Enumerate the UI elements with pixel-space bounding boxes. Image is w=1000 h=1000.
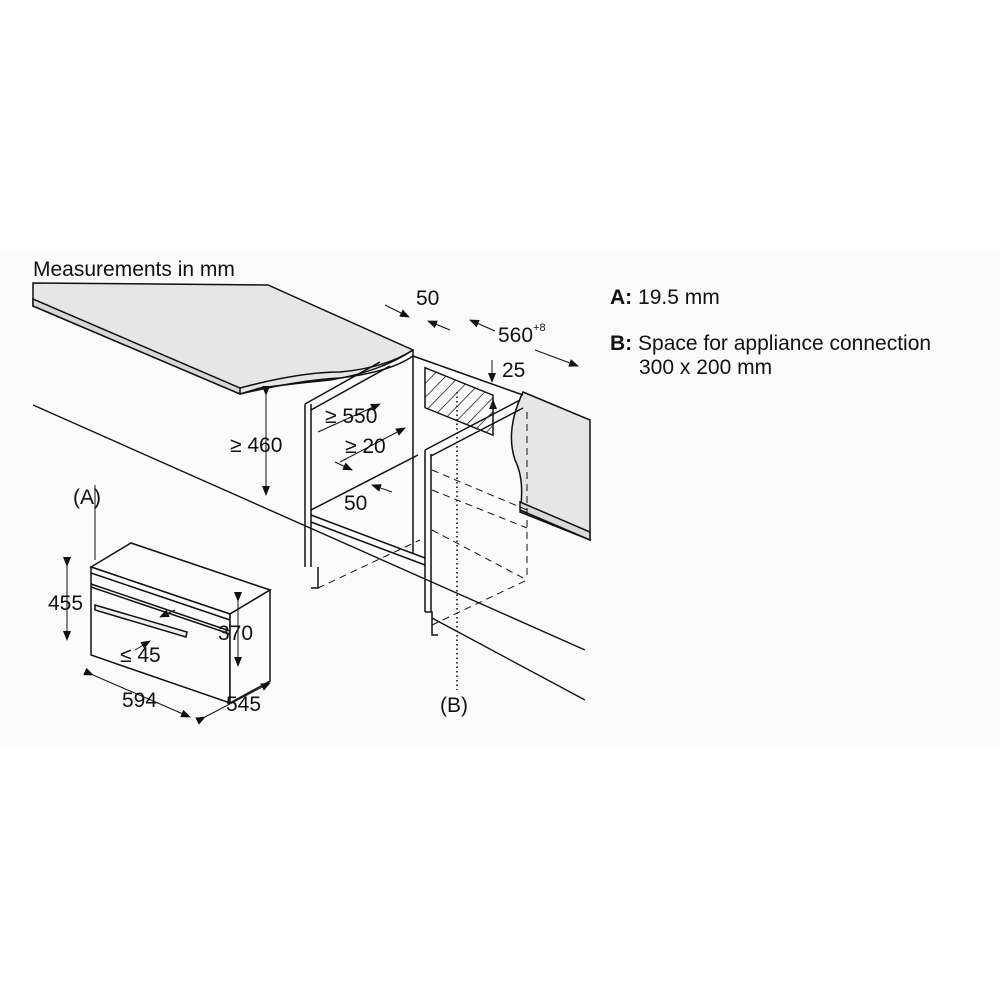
- legend-item-a: A: 19.5 mm: [610, 286, 720, 310]
- marker-a: (A): [73, 486, 101, 509]
- dim-niche-depth-value: 560: [498, 324, 534, 347]
- legend-item-b: B: Space for appliance connection: [610, 332, 931, 356]
- legend-key-a: A:: [610, 286, 633, 309]
- dim-connection-offset: 25: [502, 359, 526, 382]
- legend-text-a: 19.5 mm: [638, 286, 720, 309]
- appliance-oven: [89, 542, 272, 705]
- diagram-title: Measurements in mm: [33, 258, 235, 281]
- dim-gap-top: 50: [416, 287, 440, 310]
- dim-min-height: ≥ 460: [230, 434, 283, 457]
- dimension-lines: [63, 304, 579, 725]
- legend-text-b: Space for appliance connection: [638, 332, 932, 355]
- legend-key-b: B:: [610, 332, 633, 355]
- dim-appliance-height: 455: [48, 592, 84, 615]
- dim-niche-depth: 560+8: [498, 322, 546, 347]
- hidden-lines: [317, 412, 528, 626]
- dim-floor-gap: 50: [344, 492, 368, 515]
- dim-appliance-depth: 545: [226, 693, 262, 716]
- dim-niche-depth-tolerance: +8: [533, 322, 546, 334]
- legend-text-b-line2: 300 x 200 mm: [639, 356, 773, 379]
- worktop-right: [510, 391, 591, 542]
- dim-appliance-width: 594: [122, 689, 158, 712]
- dim-min-width: ≥ 550: [325, 405, 378, 428]
- dim-min-side: ≥ 20: [345, 435, 386, 458]
- cabinet-niche: [304, 350, 524, 636]
- marker-b: (B): [440, 694, 468, 717]
- worktop-left: [32, 282, 415, 396]
- dim-handle-offset: ≤ 45: [120, 644, 161, 667]
- dim-appliance-inner-height: 370: [218, 622, 254, 645]
